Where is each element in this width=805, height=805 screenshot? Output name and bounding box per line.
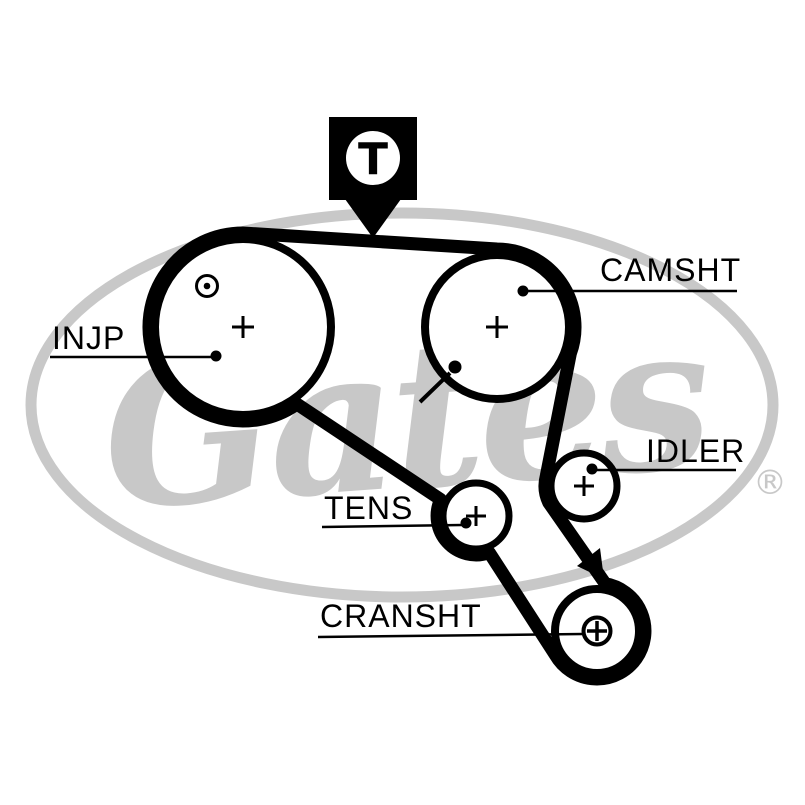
- registered-trademark-icon: ®: [753, 463, 787, 503]
- timing-belt: [142, 226, 652, 686]
- flag-pointer: [345, 199, 401, 238]
- label-tensioner: TENS: [321, 490, 472, 529]
- crankshaft-center-mark: [581, 615, 613, 647]
- camshaft-alignment-dot: [448, 360, 462, 374]
- tensioner-pointer-dot: [460, 517, 472, 529]
- tensioner-center-cross: [466, 506, 486, 526]
- tensioner-label: TENS: [324, 490, 413, 526]
- idler-pointer-dot: [586, 463, 598, 475]
- injp-alignment-ring: [195, 274, 219, 298]
- injp-alignment-dot: [203, 282, 211, 290]
- injection-pump-pointer-dot: [210, 350, 222, 362]
- camshaft-alignment-line: [418, 371, 452, 404]
- camshaft-alignment-mark: [418, 360, 462, 404]
- label-idler: IDLER: [586, 433, 745, 475]
- idler-center-cross: [574, 476, 594, 496]
- crankshaft-pointer-line: [317, 632, 584, 639]
- crankshaft-label: CRANSHT: [320, 598, 482, 634]
- camshaft-center-cross: [486, 316, 508, 338]
- label-injection-pump: INJP: [50, 320, 222, 362]
- crankshaft-mark-cross: [587, 621, 607, 641]
- pulley-center-marks: [232, 316, 594, 526]
- gates-watermark: Gates ®: [25, 207, 787, 603]
- belt-direction-arrow-icon: [577, 548, 604, 579]
- label-crankshaft: CRANSHT: [317, 598, 584, 639]
- injp-alignment-mark: [195, 274, 219, 298]
- timing-mark-flag: T: [329, 117, 417, 238]
- label-camshaft: CAMSHT: [517, 252, 741, 297]
- camshaft-label: CAMSHT: [600, 252, 741, 288]
- tensioner-pointer-line: [321, 523, 463, 529]
- flag-circle: [346, 131, 400, 185]
- injp-center-cross: [232, 316, 254, 338]
- camshaft-pointer-dot: [517, 285, 529, 297]
- flag-letter: T: [358, 134, 388, 185]
- gates-ellipse: [25, 207, 779, 603]
- idler-label: IDLER: [646, 433, 745, 469]
- injection-pump-label: INJP: [52, 320, 125, 356]
